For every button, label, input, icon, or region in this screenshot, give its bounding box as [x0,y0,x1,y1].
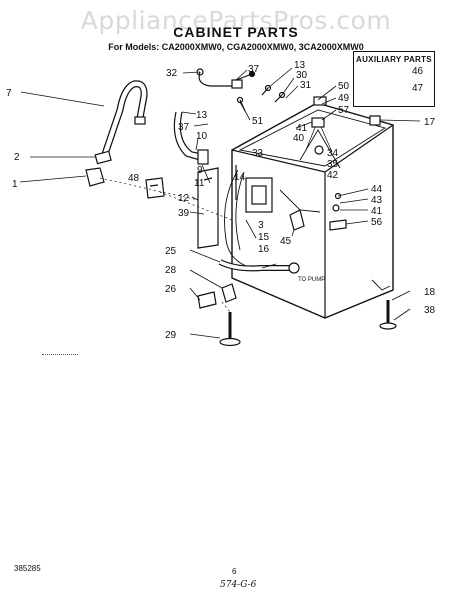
callout-42: 42 [327,170,339,181]
screws-top [235,70,286,112]
leader-lines [19,67,421,339]
callout-3: 3 [258,220,264,231]
auxiliary-parts-title: AUXILIARY PARTS [356,55,432,64]
aux-item-46: 46 [412,66,424,77]
callout-32: 32 [166,68,178,79]
watermark: AppliancePartsPros.com [80,6,392,35]
control-unit [235,165,273,213]
callout-7: 7 [6,88,12,99]
guide-lines [99,177,233,313]
callout-33: 33 [252,148,264,159]
callout-37: 37 [248,64,260,75]
handwritten-note: 574-G-6 [220,580,257,590]
callout-48: 48 [128,173,140,184]
inlet-tube [173,111,209,165]
page-number: 6 [232,567,237,576]
callout-16: 16 [258,244,270,255]
divider-mark [42,354,78,355]
callout-51: 51 [252,116,264,127]
leveling-leg-38 [379,300,397,330]
part-45 [289,209,305,231]
callout-41: 41 [296,123,308,134]
callout-30: 30 [296,70,308,81]
callout-31: 31 [300,80,312,91]
bracket-48 [145,177,165,199]
callout-29: 29 [165,330,177,341]
to-pump-label: TO PUMP [298,277,325,283]
fill-hose [99,80,148,162]
callout-39: 39 [178,208,190,219]
side-panel-12 [197,167,219,249]
callout-13b: 13 [196,110,208,121]
top-brackets [311,96,381,155]
callout-37b: 37 [178,122,190,133]
callout-12: 12 [178,193,190,204]
page-title: CABINET PARTS [173,24,299,40]
callout-15: 15 [258,232,270,243]
callout-50: 50 [338,81,350,92]
callout-18: 18 [424,287,436,298]
callout-40: 40 [293,133,305,144]
callout-49: 49 [338,93,350,104]
callout-17: 17 [424,117,436,128]
leveling-leg-29 [219,312,241,347]
callout-28: 28 [165,265,177,276]
parts-right-cluster [329,192,347,231]
callout-25: 25 [165,246,177,257]
cord-32 [196,68,243,89]
aux-item-47: 47 [412,83,424,94]
callout-56: 56 [371,217,383,228]
model-list: For Models: CA2000XMW0, CGA2000XMW0, 3CA… [108,42,364,52]
hose-coupling [85,150,112,187]
clamp-26-28 [197,283,237,309]
callout-38: 38 [424,305,436,316]
callout-35: 35 [327,159,339,170]
callout-26: 26 [165,284,177,295]
auxiliary-parts-box: AUXILIARY PARTS 46 47 [353,51,435,107]
callout-1: 1 [12,179,18,190]
callout-10: 10 [196,131,208,142]
callout-2: 2 [14,152,20,163]
callout-41b: 41 [371,206,383,217]
callout-43: 43 [371,195,383,206]
callout-13: 13 [294,60,306,71]
callout-57: 57 [338,105,350,116]
pump-hose [218,259,300,274]
callout-44: 44 [371,184,383,195]
callout-9: 9 [197,165,203,176]
callout-14: 14 [234,172,246,183]
callout-labels: 32 37 13 30 31 50 49 57 17 7 13 37 51 10… [6,60,436,341]
callout-45: 45 [280,236,292,247]
callout-34: 34 [327,148,339,159]
callout-11: 11 [194,178,205,189]
footer-code: 385285 [14,564,41,573]
